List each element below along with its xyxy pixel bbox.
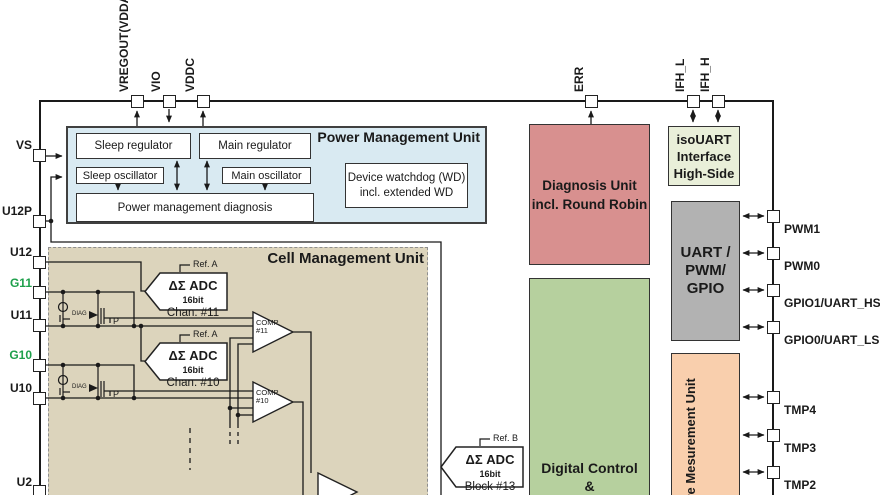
power-management-diagnosis-box: Power management diagnosis <box>76 193 314 222</box>
main-regulator-box: Main regulator <box>199 133 311 159</box>
pin-label-tmp3: TMP3 <box>784 441 817 455</box>
diag-label-10: DIAG <box>72 384 87 390</box>
pin-label-tmp4: TMP4 <box>784 403 817 417</box>
pin-label-err: ERR <box>572 66 586 92</box>
adc-block13-label: ΔΣ ADC 16bit Block #13 <box>455 453 525 494</box>
pin-label-u10: U10 <box>9 381 32 395</box>
cell-unit-title: Cell Management Unit <box>267 250 424 267</box>
pin-label-u11: U11 <box>10 308 32 322</box>
diag-label-11: DIAG <box>72 311 87 317</box>
pin-u11 <box>33 319 46 332</box>
pin-label-vregout-vdda: VREGOUT(VDDA) <box>117 0 131 92</box>
pin-tmp4 <box>767 390 780 404</box>
isouart-label: isoUART Interface High-Side <box>673 131 735 181</box>
adc-block13-ref-label: Ref. B <box>493 433 519 443</box>
pin-label-u12: U12 <box>9 245 32 259</box>
pin-vio <box>162 95 176 108</box>
pin-g10 <box>33 359 46 372</box>
pin-pwm1 <box>767 209 780 223</box>
pin-label-gpio0-uart-ls: GPIO0/UART_LS <box>784 333 880 347</box>
pin-label-pwm1: PWM1 <box>784 222 820 236</box>
pin-g11 <box>33 286 46 299</box>
pin-err <box>584 95 598 108</box>
adc-chan10-channel: Chan. #10 <box>166 377 220 389</box>
pin-gpio1-uart-hs <box>767 283 780 297</box>
sleep-oscillator-box: Sleep oscillator <box>76 167 164 184</box>
adc-chan11-ref-label: Ref. A <box>193 259 218 269</box>
cell-management-unit-block <box>48 247 428 495</box>
pin-label-vio: VIO <box>149 71 163 92</box>
adc-chan10-name: ΔΣ ADC <box>168 348 218 363</box>
pin-label-ifh-h: IFH_H <box>698 57 712 92</box>
watchdog-line1: Device watchdog (WD) <box>347 171 466 184</box>
pin-label-g11: G11 <box>9 276 32 290</box>
comp10-label: COMP #10 <box>256 388 279 405</box>
main-oscillator-box: Main oscillator <box>222 167 311 184</box>
pmos-label-10: P <box>113 389 120 399</box>
pin-u12p <box>33 215 46 228</box>
pin-u2 <box>33 485 46 495</box>
digital-control-label: Digital Control & <box>541 459 638 494</box>
adc-chan11-name: ΔΣ ADC <box>168 278 218 293</box>
temperature-unit-label: Temperature Mesurement Unit <box>683 378 698 495</box>
pmos-label-11: P <box>113 316 120 326</box>
adc-chan11-bits: 16bit <box>182 295 204 305</box>
pin-label-u2: U2 <box>16 475 32 489</box>
watchdog-line2: incl. extended WD <box>359 186 454 199</box>
pin-tmp2 <box>767 465 780 479</box>
pin-u10 <box>33 392 46 405</box>
temperature-measurement-block <box>671 353 740 495</box>
adc-chan10-label: ΔΣ ADC 16bit Chan. #10 <box>157 349 229 390</box>
sleep-regulator-box: Sleep regulator <box>76 133 191 159</box>
pin-vs <box>33 149 46 162</box>
pin-label-g10: G10 <box>9 348 32 362</box>
pin-label-vs: VS <box>15 138 32 152</box>
pin-label-ifh-l: IFH_L <box>673 58 687 92</box>
uart-pwm-gpio-label: UART / PWM/ GPIO <box>680 244 731 297</box>
adc-block13-bits: 16bit <box>479 469 501 479</box>
pin-gpio0-uart-ls <box>767 320 780 334</box>
pin-pwm0 <box>767 246 780 260</box>
pin-u12 <box>33 256 46 269</box>
pin-ifh-l <box>686 95 700 108</box>
adc-chan11-channel: Chan. #11 <box>166 307 220 319</box>
diagnosis-unit-label: Diagnosis Unit incl. Round Robin <box>531 177 648 212</box>
pin-vregout-vdda <box>130 95 144 108</box>
adc-block13-name: ΔΣ ADC <box>465 452 515 467</box>
pin-ifh-h <box>711 95 725 108</box>
adc-chan10-ref-label: Ref. A <box>193 329 218 339</box>
pin-label-u12p: U12P <box>1 204 32 218</box>
pin-vddc <box>196 95 210 108</box>
adc-chan11-label: ΔΣ ADC 16bit Chan. #11 <box>157 279 229 320</box>
pin-label-vddc: VDDC <box>183 57 197 92</box>
pin-label-pwm0: PWM0 <box>784 259 820 273</box>
pin-tmp3 <box>767 428 780 442</box>
comp11-label: COMP #11 <box>256 318 279 335</box>
pin-label-tmp2: TMP2 <box>784 478 817 492</box>
pin-label-gpio1-uart-hs: GPIO1/UART_HS <box>784 296 880 310</box>
adc-block13-channel: Block #13 <box>464 481 516 493</box>
adc-chan10-bits: 16bit <box>182 365 204 375</box>
device-watchdog-box: Device watchdog (WD) incl. extended WD <box>345 163 468 208</box>
